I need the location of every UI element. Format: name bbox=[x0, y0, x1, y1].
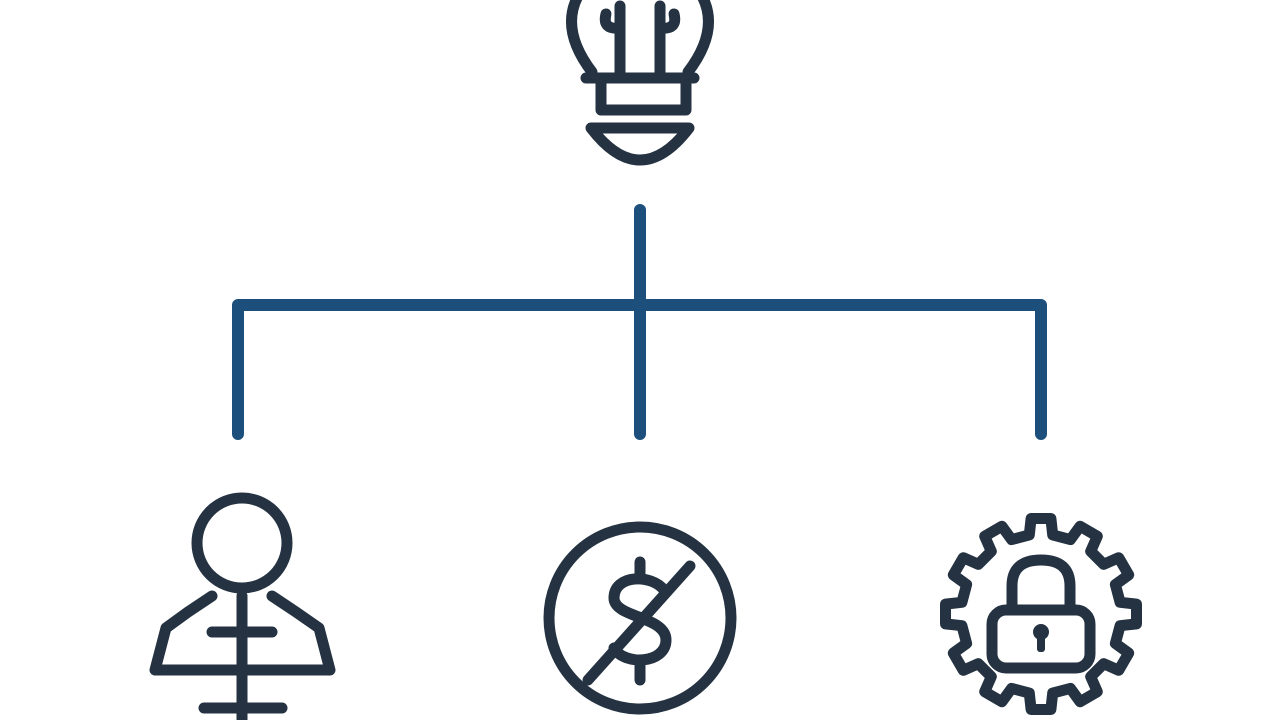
connector-crossbar bbox=[232, 299, 1047, 440]
lightbulb-icon bbox=[566, 0, 714, 166]
no-money-icon bbox=[543, 521, 737, 715]
gear-lock-icon bbox=[940, 513, 1142, 715]
connector-tree bbox=[232, 204, 1047, 440]
person-icon bbox=[149, 492, 336, 720]
